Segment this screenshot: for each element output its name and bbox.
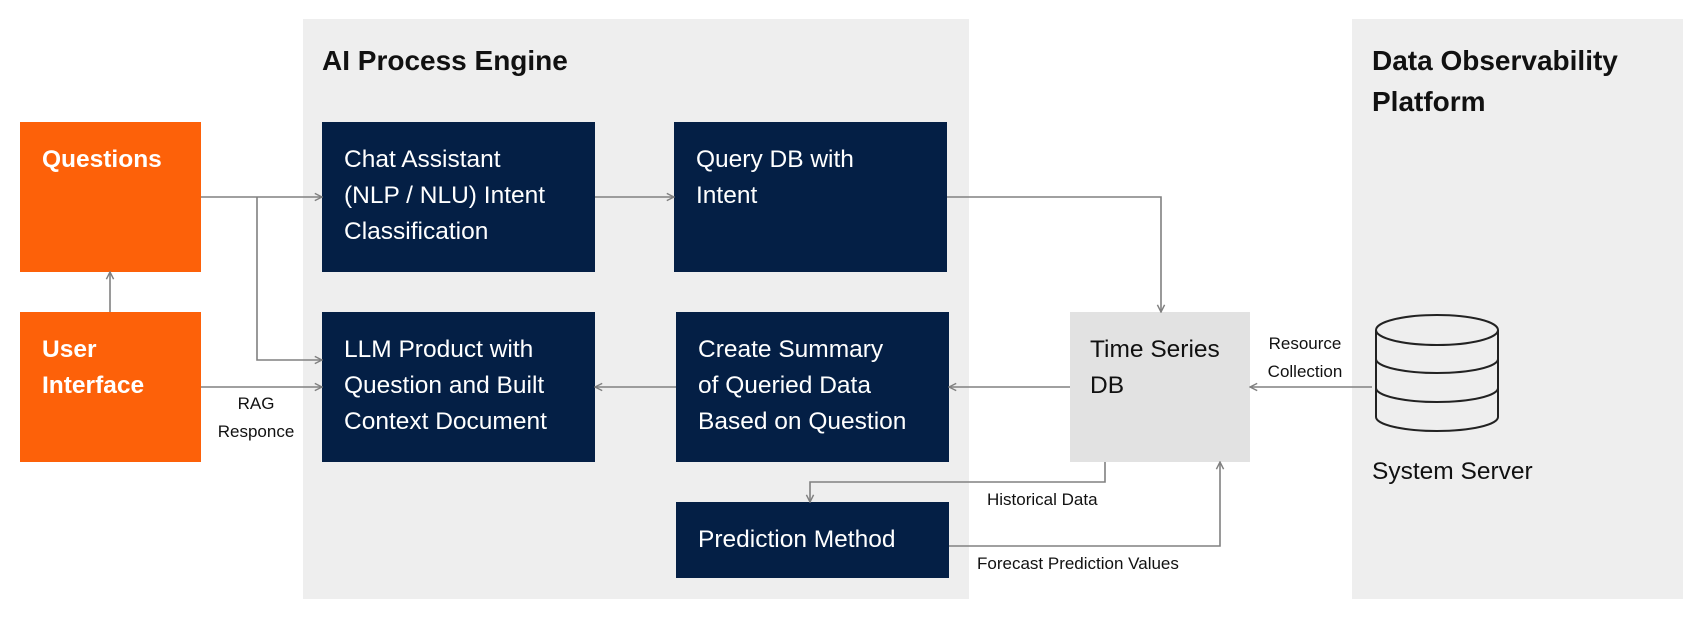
questions-box: Questions [20, 122, 201, 272]
time-series-db-box: Time Series DB [1070, 312, 1250, 462]
prediction-method-label: Prediction Method [698, 526, 896, 553]
create-summary-label: Create Summary of Queried Data Based on … [698, 336, 907, 435]
arrow-questions-to-llm [256, 197, 322, 360]
resource-collection-label: Resource Collection [1267, 334, 1343, 381]
ai-process-engine-title: AI Process Engine [322, 45, 568, 76]
chat-assistant-label: Chat Assistant (NLP / NLU) Intent Classi… [344, 146, 546, 245]
arrow-tsdb-to-prediction [810, 462, 1106, 502]
historical-data-label: Historical Data [987, 490, 1098, 509]
questions-label: Questions [42, 146, 162, 173]
time-series-db-label: Time Series DB [1090, 336, 1220, 399]
chat-assistant-box: Chat Assistant (NLP / NLU) Intent Classi… [322, 122, 595, 272]
prediction-method-box: Prediction Method [676, 502, 949, 578]
data-observability-title: Data Observability Platform [1372, 45, 1618, 117]
ai-process-engine-panel: AI Process Engine [303, 19, 969, 599]
llm-product-label: LLM Product with Question and Built Cont… [344, 336, 547, 435]
query-db-box: Query DB with Intent [674, 122, 947, 272]
user-interface-box: User Interface [20, 312, 201, 462]
data-observability-panel: Data Observability Platform [1352, 19, 1683, 599]
arrow-query-to-tsdb [947, 196, 1161, 312]
user-interface-label: User Interface [42, 336, 145, 399]
query-db-label: Query DB with Intent [696, 146, 854, 209]
database-cylinder-icon [1375, 314, 1499, 432]
forecast-values-label: Forecast Prediction Values [977, 554, 1179, 573]
system-server-label: System Server [1372, 458, 1533, 485]
llm-product-box: LLM Product with Question and Built Cont… [322, 312, 595, 462]
rag-response-label: RAG Responce [217, 394, 295, 441]
arrow-prediction-to-tsdb [949, 462, 1220, 547]
create-summary-box: Create Summary of Queried Data Based on … [676, 312, 949, 462]
